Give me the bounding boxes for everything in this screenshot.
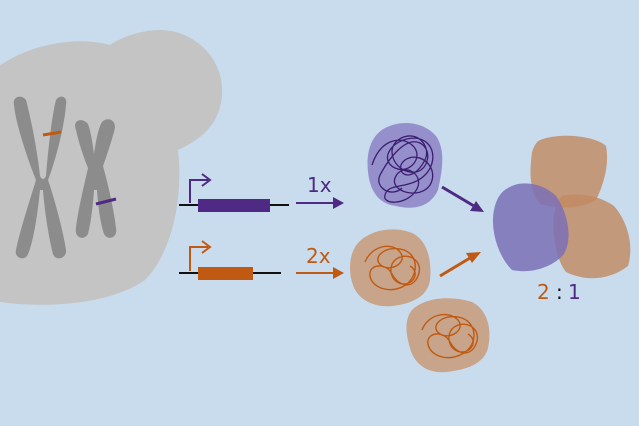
complex-orange-bottom [553,194,631,279]
orange-dose-label: 2x [306,244,331,268]
ratio-separator: : [556,280,563,304]
purple-assembly-arrow [441,185,484,212]
stoichiometry-ratio: 2 : 1 [537,280,581,304]
arrow-head [333,267,344,279]
chromosome-right [75,119,117,238]
purple-expression-arrow [296,197,344,209]
purple-dose-label: 1x [307,173,332,197]
arrow-head [470,201,484,212]
promoter-arrow-icon [189,240,212,271]
chromosome-left [13,96,67,259]
orange-expression-arrow [296,267,344,279]
complex-orange-top [530,135,608,208]
arrow-head [466,252,481,263]
orange-protein-lower [406,298,490,373]
tangled-protein-icon [364,245,421,291]
orange-gene-locus [42,130,62,137]
orange-assembly-arrow [439,252,481,278]
orange-protein-upper [350,229,431,307]
chromosome-pair-icon [13,96,117,259]
purple-gene-construct [179,173,289,212]
purple-protein [367,122,443,208]
protein-complex [492,135,631,279]
tangled-protein-icon [421,313,479,359]
orange-gene-construct [179,240,281,280]
complex-purple [492,183,569,272]
promoter-arrow-icon [189,173,212,203]
ratio-orange-value: 2 [537,280,550,304]
purple-gene-box [198,199,270,212]
ratio-purple-value: 1 [568,280,581,304]
purple-gene-locus [95,197,117,206]
orange-gene-box [198,267,253,280]
arrow-head [333,197,344,209]
tangled-protein-icon [371,135,434,203]
